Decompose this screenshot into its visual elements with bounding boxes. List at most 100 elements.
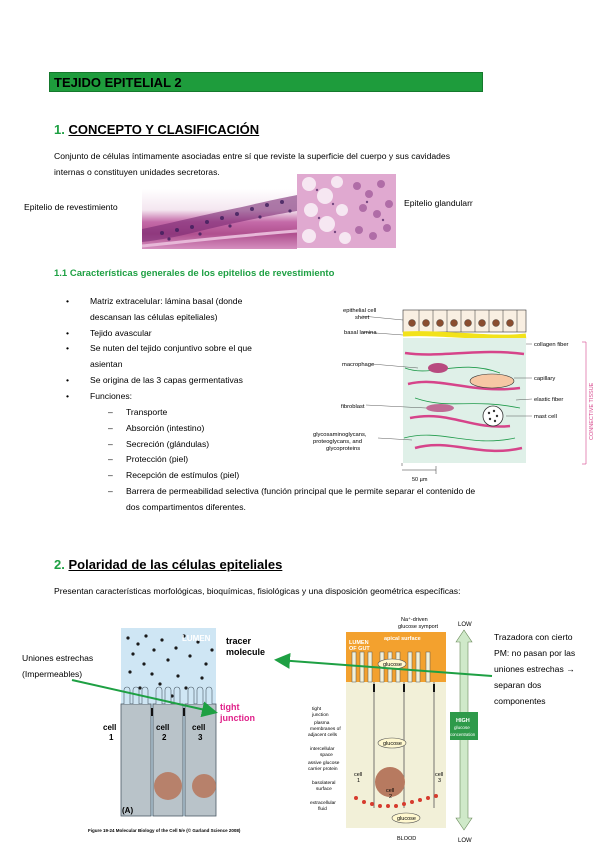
- section2-paragraph: Presentan características morfológicas, …: [54, 586, 461, 596]
- figa-molecule: molecule: [226, 647, 265, 657]
- list-item: •Se origina de las 3 capas germentativas: [66, 374, 243, 385]
- arrow-trazadora: [274, 652, 493, 677]
- section1-number: 1.: [54, 122, 65, 137]
- figb-plasma1: plasma: [314, 720, 330, 726]
- figa-junction: junction: [219, 713, 255, 723]
- tight-junction-figure-a: LUMEN tracer molecule tight junction cel…: [88, 628, 265, 833]
- svg-text:1: 1: [109, 733, 114, 742]
- section2-title: Polaridad de las células epiteliales: [68, 557, 283, 572]
- figb-symport2: glucose symport: [398, 624, 439, 630]
- figb-passive1: assive glucose: [308, 760, 340, 766]
- figb-cell1: cell: [354, 772, 362, 778]
- section2-heading: 2. Polaridad de las células epiteliales: [54, 557, 282, 572]
- svg-text:3: 3: [198, 733, 203, 742]
- figb-high3: concentration: [450, 732, 476, 737]
- functions-list: –Transporte –Absorción (intestino) –Secr…: [54, 405, 475, 516]
- diagram-scale-label: 50 µm: [412, 477, 428, 483]
- figb-baso2: surface: [316, 786, 332, 792]
- figb-plasma2: membranes of: [310, 726, 341, 732]
- section1-title: CONCEPTO Y CLASIFICACIÓN: [68, 122, 260, 137]
- label-trazadora-1: Trazadora con cierto: [494, 632, 573, 642]
- diagram-label-gag1: glycosaminoglycans,: [313, 432, 367, 438]
- figb-cell2: cell: [386, 788, 394, 794]
- svg-text:2: 2: [162, 733, 167, 742]
- figb-low-bottom: LOW: [458, 838, 472, 844]
- list-item: –Protección (piel): [108, 454, 189, 465]
- figb-low-top: LOW: [458, 622, 472, 628]
- figb-high2: glucose: [454, 725, 470, 730]
- figa-label: (A): [122, 806, 133, 815]
- glucose-transport-figure-b: Na⁺-driven glucose symport apical surfac…: [308, 616, 478, 844]
- svg-text:1: 1: [357, 778, 360, 784]
- list-item: –Barrera de permeabilidad selectiva (fun…: [108, 485, 476, 496]
- label-trazadora-3: uniones estrechas →: [494, 664, 575, 674]
- list-item: descansan las células epiteliales): [90, 311, 218, 322]
- diagram-label-fibroblast: fibroblast: [341, 404, 365, 410]
- section1-paragraph-line1: Conjunto de células íntimamente asociada…: [54, 151, 451, 161]
- characteristics-list: •Matriz extracelular: lámina basal (dond…: [54, 294, 252, 405]
- diagram-label-elastic: elastic fiber: [534, 397, 563, 403]
- list-item: •Matriz extracelular: lámina basal (dond…: [66, 296, 243, 306]
- title-bar-text: TEJIDO EPITELIAL 2: [54, 75, 182, 90]
- figa-lumen: LUMEN: [182, 634, 211, 643]
- svg-text:3: 3: [438, 778, 441, 784]
- diagram-label-gag2: proteoglycans, and: [313, 439, 362, 445]
- figb-passive2: carrier protein: [308, 766, 338, 772]
- diagram-label-mast: mast cell: [534, 414, 557, 420]
- diagram-label-macrophage: macrophage: [342, 362, 374, 368]
- figa-tight: tight: [220, 702, 240, 712]
- epithelium-histology-image: [142, 189, 297, 249]
- label-epitelio-glandular: Epitelio glandularr: [404, 198, 473, 208]
- figb-symport1: Na⁺-driven: [401, 616, 428, 623]
- figb-plasma3: adjacent cells: [308, 732, 338, 738]
- figb-lumen1: LUMEN: [349, 640, 369, 646]
- svg-text:2: 2: [389, 794, 392, 800]
- figa-cell2: cell: [156, 723, 169, 732]
- diagram-label-sheet: sheet: [355, 315, 370, 321]
- diagram-label-epithelial: epithelial cell: [343, 308, 376, 314]
- figa-cell1: cell: [103, 723, 116, 732]
- figb-inter2: space: [320, 753, 333, 758]
- figb-high1: HIGH: [456, 718, 470, 724]
- figb-cell3: cell: [435, 772, 443, 778]
- list-item: –Absorción (intestino): [108, 422, 205, 433]
- figb-blood: BLOOD: [397, 836, 416, 842]
- figb-tight2: junction: [311, 712, 329, 718]
- section1-heading: 1. CONCEPTO Y CLASIFICACIÓN: [54, 122, 259, 137]
- section1-paragraph-line2: internas o constituyen unidades secretor…: [54, 167, 220, 177]
- figb-extra1: extracellular: [310, 800, 336, 806]
- list-item: –Transporte: [108, 407, 168, 417]
- figb-baso1: basolateral: [312, 780, 335, 786]
- list-item: –Recepción de estímulos (piel): [108, 470, 240, 481]
- list-item: •Tejido avascular: [66, 327, 152, 338]
- diagram-label-capillary: capillary: [534, 376, 555, 382]
- list-item: asientan: [90, 359, 123, 370]
- section-title-bar: TEJIDO EPITELIAL 2: [49, 72, 483, 92]
- list-item: dos compartimentos diferentes.: [126, 501, 246, 512]
- figb-glucose-bottom: glucose: [397, 816, 416, 822]
- figb-extra2: fluid: [318, 806, 327, 812]
- list-item: •Se nuten del tejido conjuntivo sobre el…: [66, 343, 252, 354]
- figb-apical: apical surface: [384, 636, 421, 642]
- diagram-label-basal-lamina: basal lamina: [344, 330, 377, 336]
- label-trazadora-5: componentes: [494, 696, 546, 706]
- section2-number: 2.: [54, 557, 65, 572]
- connective-tissue-diagram: epithelial cell sheet basal lamina macro…: [313, 308, 595, 483]
- figa-cell3: cell: [192, 723, 205, 732]
- list-item: –Secreción (glándulas): [108, 438, 210, 449]
- label-impermeables: (Impermeables): [22, 669, 83, 679]
- glandular-histology-image: [297, 174, 396, 248]
- figb-tight1: tight: [312, 706, 322, 712]
- section11-heading: 1.1 Características generales de los epi…: [54, 268, 335, 279]
- label-trazadora-2: PM: no pasan por las: [494, 648, 576, 658]
- diagram-label-gag3: glycoproteins: [326, 446, 360, 452]
- figb-lumen2: OF GUT: [349, 646, 370, 652]
- figb-glucose-mid: glucose: [383, 741, 402, 747]
- figa-tracer: tracer: [226, 636, 252, 646]
- diagram-label-collagen: collagen fiber: [534, 342, 569, 348]
- arrow-uniones: [71, 679, 218, 718]
- label-trazadora-4: separan dos: [494, 680, 542, 690]
- figb-inter1: intercellular: [310, 746, 335, 752]
- list-item: •Funciones:: [66, 390, 133, 401]
